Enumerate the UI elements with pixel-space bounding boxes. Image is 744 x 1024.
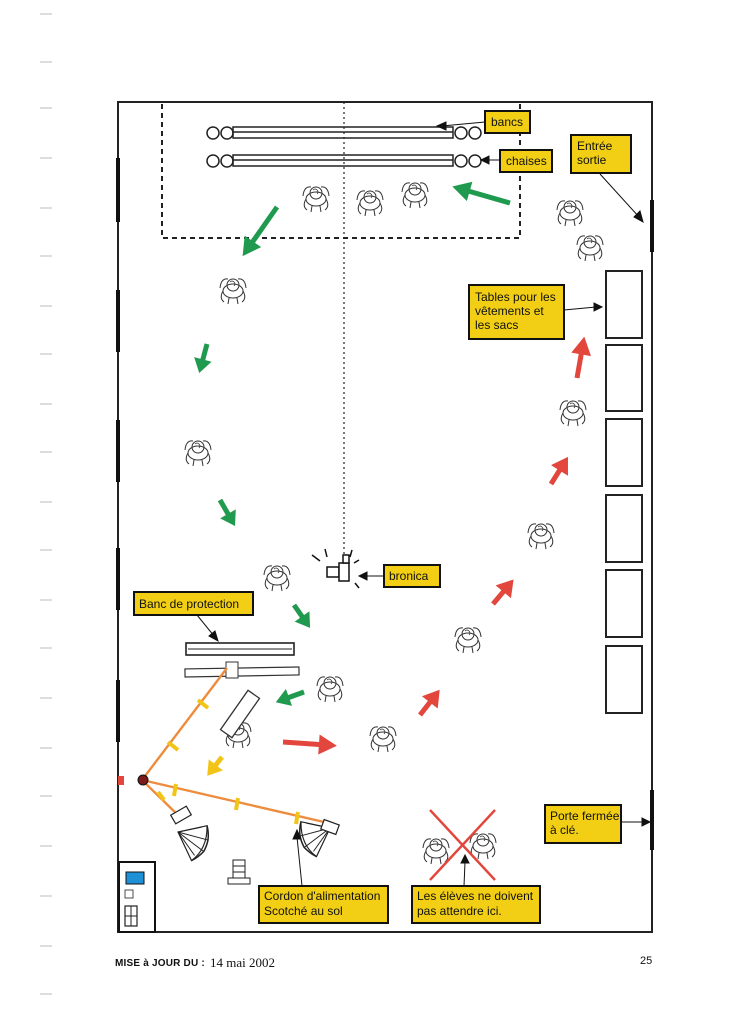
update-date: 14 mai 2002 (210, 955, 275, 970)
power-outlet (137, 774, 149, 786)
label-eleves: Les élèves ne doivent pas attendre ici. (411, 885, 541, 924)
label-tables-line1: Tables pour les (475, 290, 556, 304)
yellow-arrow (207, 755, 224, 776)
label-entree: Entrée sortie (570, 134, 632, 174)
red-flow-arrows (282, 336, 592, 755)
room-outline (117, 101, 653, 933)
label-eleves-line1: Les élèves ne doivent (417, 889, 534, 903)
binder-marks (40, 13, 52, 995)
label-tables-line2: vêtements et (475, 304, 544, 318)
label-porte-line2: à clé. (550, 823, 579, 837)
label-chaises-text: chaises (506, 154, 547, 168)
reflector-panel (219, 689, 261, 739)
protection-bench (185, 642, 295, 656)
green-flow-arrows (194, 181, 511, 706)
label-porte-line1: Porte fermée (550, 809, 620, 823)
clothing-tables (605, 270, 643, 714)
label-chaises: chaises (499, 149, 553, 173)
label-bronica-text: bronica (389, 569, 429, 583)
label-cordon: Cordon d'alimentation Scotché au sol (258, 885, 389, 924)
benches (206, 126, 482, 168)
label-bancs: bancs (484, 110, 531, 134)
label-tables: Tables pour les vêtements et les sacs (468, 284, 565, 340)
umbrella-light-left (168, 805, 217, 865)
forbidden-cross (429, 809, 496, 881)
label-entree-line1: Entrée (577, 139, 613, 153)
tape-marks (156, 698, 300, 825)
label-cordon-line1: Cordon d'alimentation (264, 889, 380, 903)
page-number: 25 (640, 955, 653, 967)
label-porte: Porte fermée à clé. (544, 804, 622, 844)
backdrop-bar (184, 666, 300, 678)
wall-openings (116, 158, 654, 850)
umbrella-light-right (291, 809, 340, 861)
bench-area-dashed (161, 101, 521, 239)
label-entree-line2: sortie (577, 153, 607, 167)
label-bronica: bronica (383, 564, 441, 588)
label-tables-line3: les sacs (475, 318, 518, 332)
camera-icon (311, 548, 360, 589)
label-cordon-line2: Scotché au sol (264, 904, 343, 918)
light-stand-icon (227, 859, 251, 885)
leader-lines (196, 121, 652, 887)
label-banc-protection: Banc de protection (133, 591, 254, 616)
label-eleves-line2: pas attendre ici. (417, 904, 502, 918)
label-banc-protection-text: Banc de protection (139, 597, 239, 611)
update-label: MISE à JOUR DU : (115, 958, 205, 969)
cabinet (118, 861, 156, 933)
label-bancs-text: bancs (491, 115, 523, 129)
